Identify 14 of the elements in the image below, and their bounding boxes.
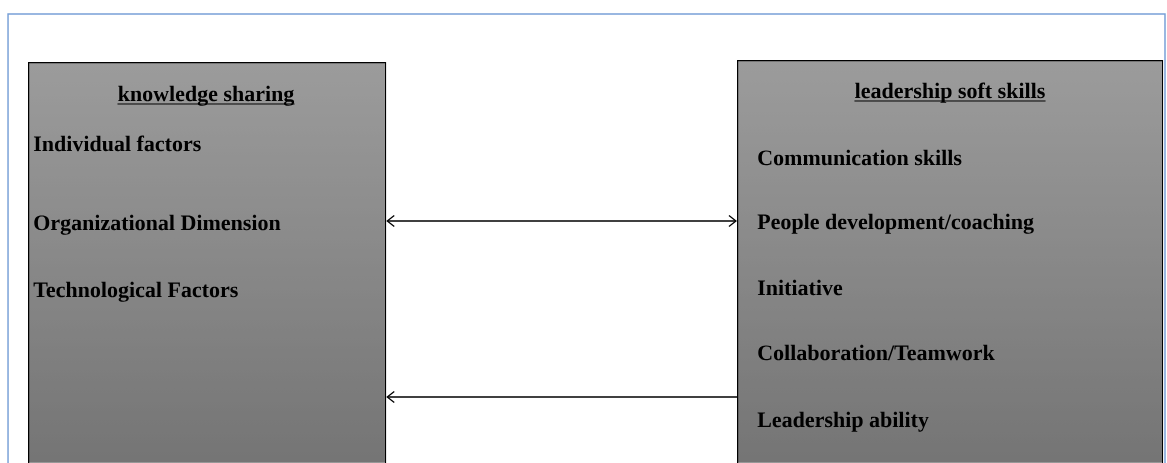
box-heading: knowledge sharing [117,85,296,106]
factor-box [28,62,387,463]
box-heading: leadership soft skills [853,82,1047,103]
list-item: Collaboration/Teamwork [758,344,995,361]
list-item: Initiative [757,279,843,296]
arrow [386,214,737,228]
list-item: Individual factors [33,135,201,152]
list-item: Communication skills [758,149,962,166]
list-item: People development/coaching [757,213,1034,234]
list-item: Leadership ability [757,411,929,432]
list-item: Organizational Dimension [34,214,281,235]
list-item: Technological Factors [33,281,238,302]
factor-box [737,60,1164,463]
arrow [386,390,738,404]
